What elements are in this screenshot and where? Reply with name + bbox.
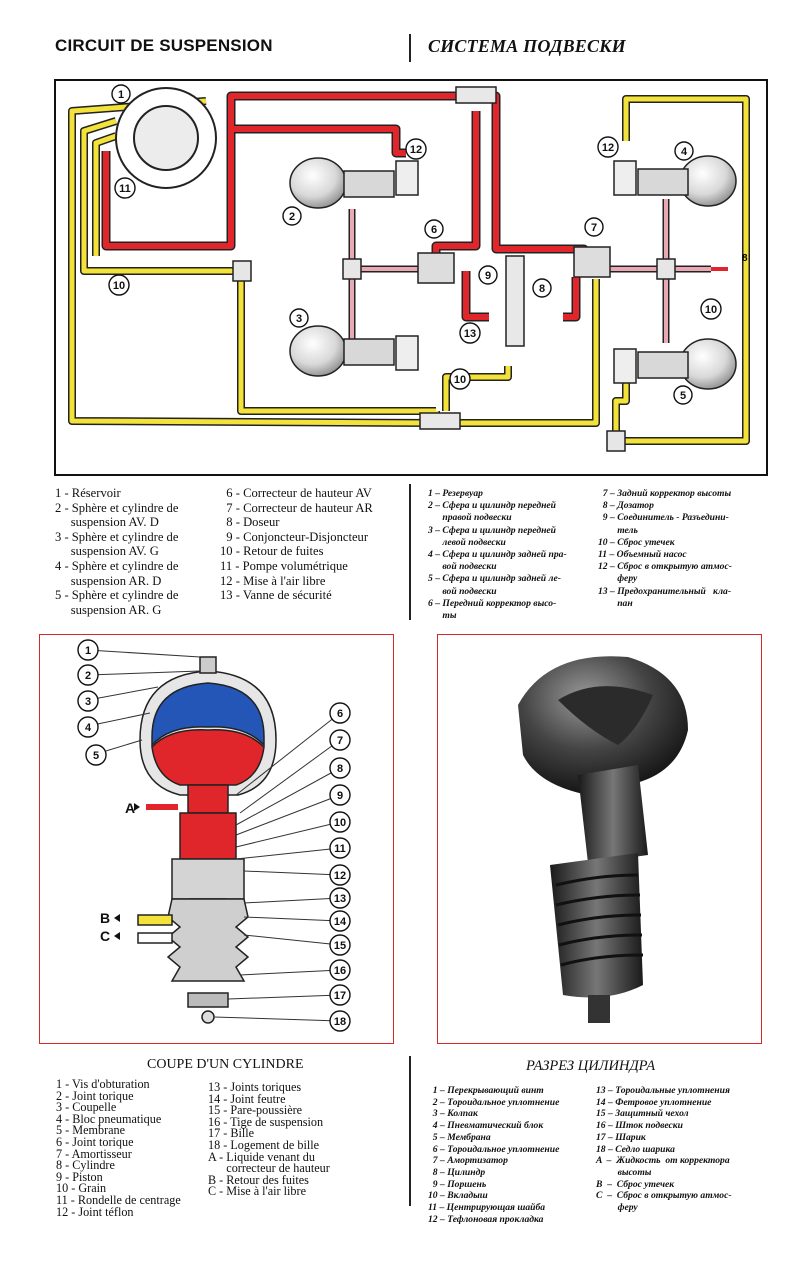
svg-text:3: 3 bbox=[296, 313, 302, 325]
circuit-callout-4: 4 bbox=[674, 141, 694, 161]
svg-text:12: 12 bbox=[334, 870, 346, 882]
svg-text:2: 2 bbox=[289, 211, 295, 223]
cylinder-section-diagram: A B C 1 2 3 4 5 6 7 8 9 10 11 12 13 14 1… bbox=[77, 639, 351, 1032]
title-fr: CIRCUIT DE SUSPENSION bbox=[55, 36, 273, 55]
cyl-callout-1: 1 bbox=[77, 639, 99, 661]
circuit-callout-3: 3 bbox=[289, 308, 309, 328]
circuit-callout-10: 10 bbox=[108, 274, 130, 296]
cyl-callout-18: 18 bbox=[329, 1010, 351, 1032]
circuit-callout-1: 1 bbox=[111, 84, 131, 104]
port-a-label: A bbox=[125, 800, 135, 816]
svg-text:3: 3 bbox=[85, 696, 91, 708]
svg-text:12: 12 bbox=[602, 142, 614, 154]
cyl-callout-11: 11 bbox=[329, 837, 351, 859]
circuit-callout-11: 11 bbox=[114, 177, 136, 199]
circuit-callout-12b: 12 bbox=[597, 136, 619, 158]
title-ru: СИСТЕМА ПОДВЕСКИ bbox=[428, 36, 626, 56]
svg-text:11: 11 bbox=[119, 183, 131, 195]
cyl-callout-9: 9 bbox=[329, 784, 351, 806]
cyl-callout-12: 12 bbox=[329, 864, 351, 886]
circuit-callout-2: 2 bbox=[282, 206, 302, 226]
circuit-outlet-8: 8 bbox=[742, 253, 748, 264]
port-b-label: B bbox=[100, 910, 110, 926]
circuit-callout-10b: 10 bbox=[449, 368, 471, 390]
circuit-callout-13: 13 bbox=[459, 322, 481, 344]
cyl-callout-7: 7 bbox=[329, 729, 351, 751]
svg-text:4: 4 bbox=[681, 146, 688, 158]
port-c-label: C bbox=[100, 928, 110, 944]
svg-text:5: 5 bbox=[680, 390, 686, 402]
cyl-callout-8: 8 bbox=[329, 757, 351, 779]
svg-text:5: 5 bbox=[93, 750, 99, 762]
svg-text:13: 13 bbox=[464, 328, 476, 340]
svg-text:10: 10 bbox=[113, 280, 125, 292]
header-divider bbox=[409, 34, 411, 62]
cyl-callout-5: 5 bbox=[85, 744, 107, 766]
cyl-callout-2: 2 bbox=[77, 664, 99, 686]
circuit-callout-8: 8 bbox=[532, 278, 552, 298]
cylinder-section-frame: A B C 1 2 3 4 5 6 7 8 9 10 11 12 13 14 1… bbox=[39, 634, 394, 1044]
circuit-diagram-frame: 1 2 3 4 5 6 7 8 9 10 10 10 11 12 12 13 8 bbox=[54, 79, 768, 476]
circuit-diagram: 1 2 3 4 5 6 7 8 9 10 10 10 11 12 12 13 8 bbox=[68, 84, 750, 452]
cyl-callout-16: 16 bbox=[329, 959, 351, 981]
svg-text:6: 6 bbox=[431, 224, 437, 236]
svg-text:10: 10 bbox=[334, 817, 346, 829]
svg-text:1: 1 bbox=[118, 89, 124, 101]
legend-divider bbox=[409, 484, 411, 620]
svg-text:2: 2 bbox=[85, 670, 91, 682]
cyl-callout-14: 14 bbox=[329, 910, 351, 932]
cyl-callout-15: 15 bbox=[329, 934, 351, 956]
cyl-callout-4: 4 bbox=[77, 716, 99, 738]
svg-text:6: 6 bbox=[337, 708, 343, 720]
svg-text:7: 7 bbox=[337, 735, 343, 747]
cylinder-legend-ru-col1: 1 – Перекрывающий винт 2 – Тороидальное … bbox=[428, 1085, 560, 1225]
circuit-callout-6: 6 bbox=[424, 219, 444, 239]
svg-text:10: 10 bbox=[705, 304, 717, 316]
svg-text:11: 11 bbox=[334, 843, 346, 855]
circuit-callout-12: 12 bbox=[405, 138, 427, 160]
svg-text:1: 1 bbox=[85, 645, 91, 657]
svg-text:9: 9 bbox=[485, 270, 491, 282]
svg-text:13: 13 bbox=[334, 893, 346, 905]
svg-text:8: 8 bbox=[539, 283, 545, 295]
cylinder-legend-divider bbox=[409, 1056, 411, 1206]
circuit-callout-7: 7 bbox=[584, 217, 604, 237]
circuit-callout-5: 5 bbox=[673, 385, 693, 405]
cylinder-cutaway-frame bbox=[437, 634, 762, 1044]
circuit-callout-10c: 10 bbox=[700, 298, 722, 320]
svg-text:16: 16 bbox=[334, 965, 346, 977]
circuit-callout-9: 9 bbox=[478, 265, 498, 285]
svg-text:9: 9 bbox=[337, 790, 343, 802]
svg-text:12: 12 bbox=[410, 144, 422, 156]
cylinder-cutaway-illustration bbox=[518, 656, 688, 1023]
svg-text:18: 18 bbox=[334, 1016, 346, 1028]
cyl-callout-17: 17 bbox=[329, 984, 351, 1006]
svg-text:7: 7 bbox=[591, 222, 597, 234]
cyl-callout-6: 6 bbox=[329, 702, 351, 724]
svg-text:17: 17 bbox=[334, 990, 346, 1002]
svg-text:15: 15 bbox=[334, 940, 346, 952]
cyl-callout-3: 3 bbox=[77, 690, 99, 712]
cyl-callout-13: 13 bbox=[329, 887, 351, 909]
svg-text:4: 4 bbox=[85, 722, 92, 734]
cylinder-subtitle-ru: РАЗРЕЗ ЦИЛИНДРА bbox=[526, 1058, 656, 1074]
circuit-legend-fr-col2: 6 - Correcteur de hauteur AV 7 - Correct… bbox=[220, 486, 373, 603]
cylinder-subtitle-fr: COUPE D'UN CYLINDRE bbox=[147, 1057, 304, 1072]
svg-text:10: 10 bbox=[454, 374, 466, 386]
circuit-legend-ru-col2: 7 – Задний корректор высоты 8 – Дозатор … bbox=[598, 488, 732, 609]
svg-text:14: 14 bbox=[334, 916, 347, 928]
svg-text:8: 8 bbox=[337, 763, 343, 775]
cyl-callout-10: 10 bbox=[329, 811, 351, 833]
